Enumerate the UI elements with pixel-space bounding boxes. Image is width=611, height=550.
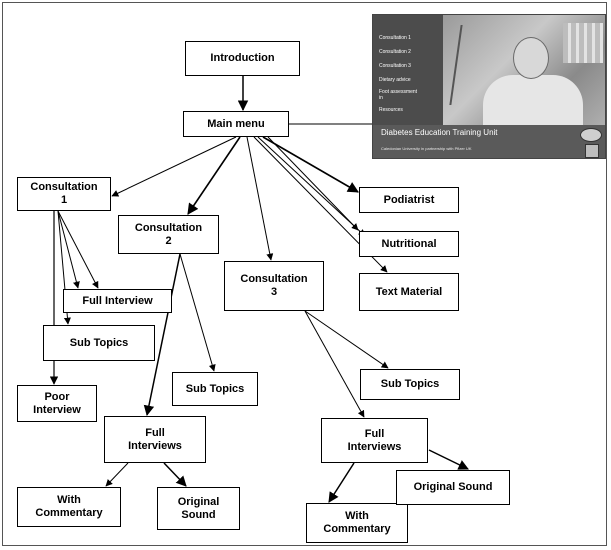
- node-with-commentary-3: With Commentary: [306, 503, 408, 543]
- node-poor-interview: Poor Interview: [17, 385, 97, 422]
- node-with-commentary-2: With Commentary: [17, 487, 121, 527]
- screenshot-banner-title: Diabetes Education Training Unit: [381, 128, 498, 137]
- node-sub-topics-3: Sub Topics: [360, 369, 460, 400]
- screenshot-menu-item: Resources: [379, 107, 403, 113]
- person-head-shape: [513, 37, 549, 79]
- screenshot-menu-panel: [373, 15, 443, 125]
- node-nutritional: Nutritional: [359, 231, 459, 257]
- node-full-interviews-3: Full Interviews: [321, 418, 428, 463]
- node-sub-topics-2: Sub Topics: [172, 372, 258, 406]
- node-consultation-3: Consultation 3: [224, 261, 324, 311]
- node-introduction: Introduction: [185, 41, 300, 76]
- node-sub-topics-1: Sub Topics: [43, 325, 155, 361]
- screenshot-menu-item: Dietary advice: [379, 77, 411, 83]
- node-full-interview: Full Interview: [63, 289, 172, 313]
- node-original-sound-2: Original Sound: [157, 487, 240, 530]
- node-consultation-2: Consultation 2: [118, 215, 219, 254]
- node-full-interviews-2: Full Interviews: [104, 416, 206, 463]
- node-consultation-1: Consultation 1: [17, 177, 111, 211]
- screenshot-menu-item: Consultation 2: [379, 49, 411, 55]
- screenshot-menu-item: Consultation 3: [379, 63, 411, 69]
- node-podiatrist: Podiatrist: [359, 187, 459, 213]
- screenshot-thumbnail: Consultation 1 Consultation 2 Consultati…: [372, 14, 606, 159]
- screenshot-menu-item: Consultation 1: [379, 35, 411, 41]
- node-main-menu: Main menu: [183, 111, 289, 137]
- bookshelf-shape: [563, 23, 603, 63]
- node-original-sound-3: Original Sound: [396, 470, 510, 505]
- screenshot-banner: [373, 125, 605, 158]
- pfizer-logo-icon: [580, 128, 602, 142]
- screenshot-menu-item: Foot assessment in: [379, 89, 418, 101]
- badge-icon: [585, 144, 599, 158]
- node-text-material: Text Material: [359, 273, 459, 311]
- screenshot-banner-subtitle: Caledonian University in partnership wit…: [381, 146, 472, 151]
